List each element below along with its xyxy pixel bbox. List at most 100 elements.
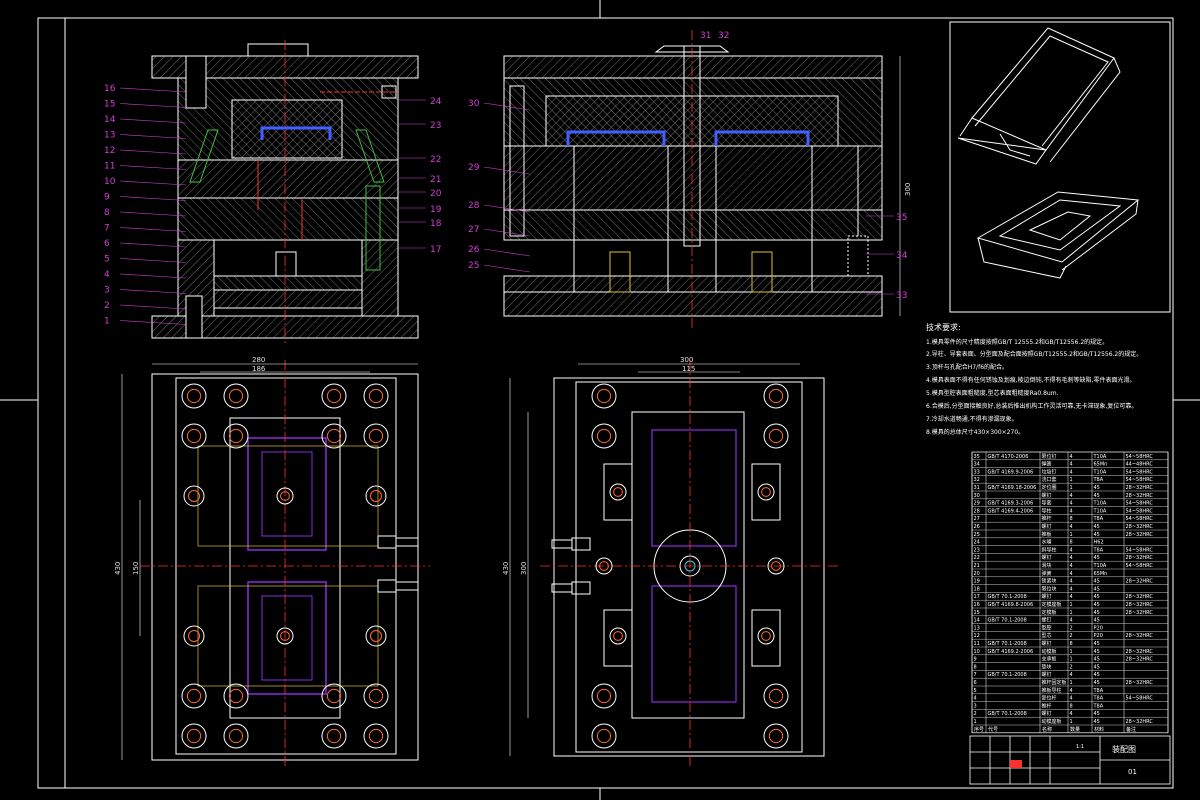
leader-line [119, 165, 187, 170]
leader-line [119, 180, 187, 186]
part-number-label: 16 [104, 84, 116, 94]
part-number-label: 33 [896, 291, 907, 301]
support-pillar [609, 251, 631, 293]
part-number-label: 30 [468, 99, 480, 109]
part-number-label: 7 [104, 224, 110, 234]
dim-right-section-height: 300 [904, 183, 912, 196]
bom-cell-mat: T8A [1093, 688, 1104, 694]
note-line: 8.模具的总体尺寸430×300×270。 [926, 428, 1024, 436]
part-number-label: 23 [430, 121, 441, 131]
guide-pillar [509, 85, 525, 237]
support-pillar [751, 251, 773, 293]
bom-cell-note: 54~58HRC [1126, 563, 1154, 569]
bom-cell-no: 33 [974, 469, 980, 475]
part-number-label: 11 [104, 162, 115, 172]
bolt-hole-inner [188, 490, 200, 502]
bolt-hole-inner [596, 428, 612, 444]
bom-cell-note: 54~58HRC [1126, 508, 1154, 514]
title-stamp [1010, 760, 1022, 768]
bolt-hole-inner [768, 388, 784, 404]
dim-right-top-outer: 300 [680, 356, 693, 364]
bom-cell-no: 30 [974, 493, 980, 499]
bom-cell-note: 54~58HRC [1126, 516, 1154, 522]
bolt-hole [276, 487, 294, 505]
bom-cell-code: GB/T 70.1-2008 [988, 594, 1027, 600]
bom-cell-mat: T8A [1093, 547, 1104, 553]
bom-cell-no: 6 [974, 680, 977, 686]
bom-cell-qty: 4 [1070, 672, 1073, 678]
bolt-hole-inner [326, 688, 342, 704]
bom-header-mat: 材料 [1094, 726, 1104, 733]
leader-line [119, 103, 187, 108]
bom-cell-note: 28~32HRC [1126, 524, 1154, 530]
leader-line [119, 289, 187, 294]
bom-cell-qty: 4 [1070, 563, 1073, 569]
bom-cell-mat: T10A [1093, 454, 1107, 460]
part-number-label: 31 [700, 31, 711, 41]
bom-cell-name: 螺钉 [1042, 617, 1052, 624]
bom-cell-no: 15 [974, 610, 980, 616]
drawing-name: 装配图 [1112, 744, 1136, 754]
bom-cell-mat: 45 [1094, 485, 1100, 491]
bolt-hole [757, 483, 775, 501]
bolt-hole [763, 423, 789, 449]
bom-cell-qty: 1 [1070, 657, 1073, 663]
bom-cell-no: 35 [974, 454, 980, 460]
bom-cell-name: 导套 [1042, 500, 1052, 507]
leader-line [119, 320, 187, 325]
bom-cell-mat: 45 [1094, 657, 1100, 663]
bom-cell-name: 螺钉 [1042, 671, 1052, 678]
bolt-hole-inner [771, 561, 781, 571]
bolt-hole [363, 423, 389, 449]
bom-cell-qty: 4 [1070, 493, 1073, 499]
note-line: 7.冷却水道畅通,不得有渗漏现象。 [926, 415, 1018, 423]
bom-cell-qty: 8 [1070, 540, 1073, 546]
bom-cell-name: 螺钉 [1042, 710, 1052, 717]
bom-cell-qty: 4 [1070, 454, 1073, 460]
bolt-hole-inner [326, 388, 342, 404]
bom-cell-mat: 45 [1094, 680, 1100, 686]
bom-cell-no: 22 [974, 555, 980, 561]
bom-cell-note: 54~58HRC [1126, 454, 1154, 460]
bom-cell-qty: 1 [1070, 602, 1073, 608]
bom-cell-name: 滑块 [1042, 562, 1052, 569]
bom-cell-no: 18 [974, 586, 980, 592]
bom-cell-no: 21 [974, 563, 980, 569]
bom-cell-no: 20 [974, 571, 980, 577]
bolt-hole-inner [596, 688, 612, 704]
bolt-hole [183, 485, 205, 507]
bom-cell-qty: 2 [1070, 633, 1073, 639]
leader-line [119, 196, 187, 201]
bom-cell-mat: 45 [1094, 555, 1100, 561]
bom-cell-qty: 4 [1070, 508, 1073, 514]
guide-bush [365, 185, 381, 271]
part-number-label: 34 [896, 251, 908, 261]
bolt-hole [321, 683, 347, 709]
bolt-hole-inner [186, 728, 202, 744]
part-number-label: 13 [104, 131, 115, 141]
bom-cell-mat: 45 [1094, 711, 1100, 717]
leader-line [483, 248, 531, 257]
dim-right-side-inner: 300 [520, 562, 528, 575]
dim-left-side-inner: 150 [132, 562, 140, 575]
bom-cell-name: 弹簧 [1042, 461, 1052, 468]
bolt-hole [276, 627, 294, 645]
leader-line [483, 264, 531, 273]
bolt-hole-inner [596, 388, 612, 404]
bolt-hole-inner [186, 688, 202, 704]
note-line: 6.合模后,分型面接触良好,总装后推出机构工作灵活可靠,无卡滞现象,复位可靠。 [926, 402, 1137, 410]
bom-cell-name: 锁紧块 [1042, 578, 1057, 585]
bolt-hole [223, 683, 249, 709]
bom-cell-qty: 4 [1070, 579, 1073, 585]
bom-cell-name: 推板导柱 [1042, 687, 1062, 694]
dim-left-side-outer: 430 [114, 562, 122, 575]
bom-cell-name: 弹簧 [1042, 570, 1052, 577]
bolt-hole [757, 627, 775, 645]
bom-cell-qty: 4 [1070, 524, 1073, 530]
bom-cell-name: 导柱 [1042, 507, 1052, 514]
bolt-hole [591, 383, 617, 409]
bom-cell-mat: 45 [1094, 641, 1100, 647]
guide-pin [185, 55, 207, 109]
bom-cell-no: 16 [974, 602, 980, 608]
bom-cell-name: 斜导柱 [1042, 546, 1057, 553]
